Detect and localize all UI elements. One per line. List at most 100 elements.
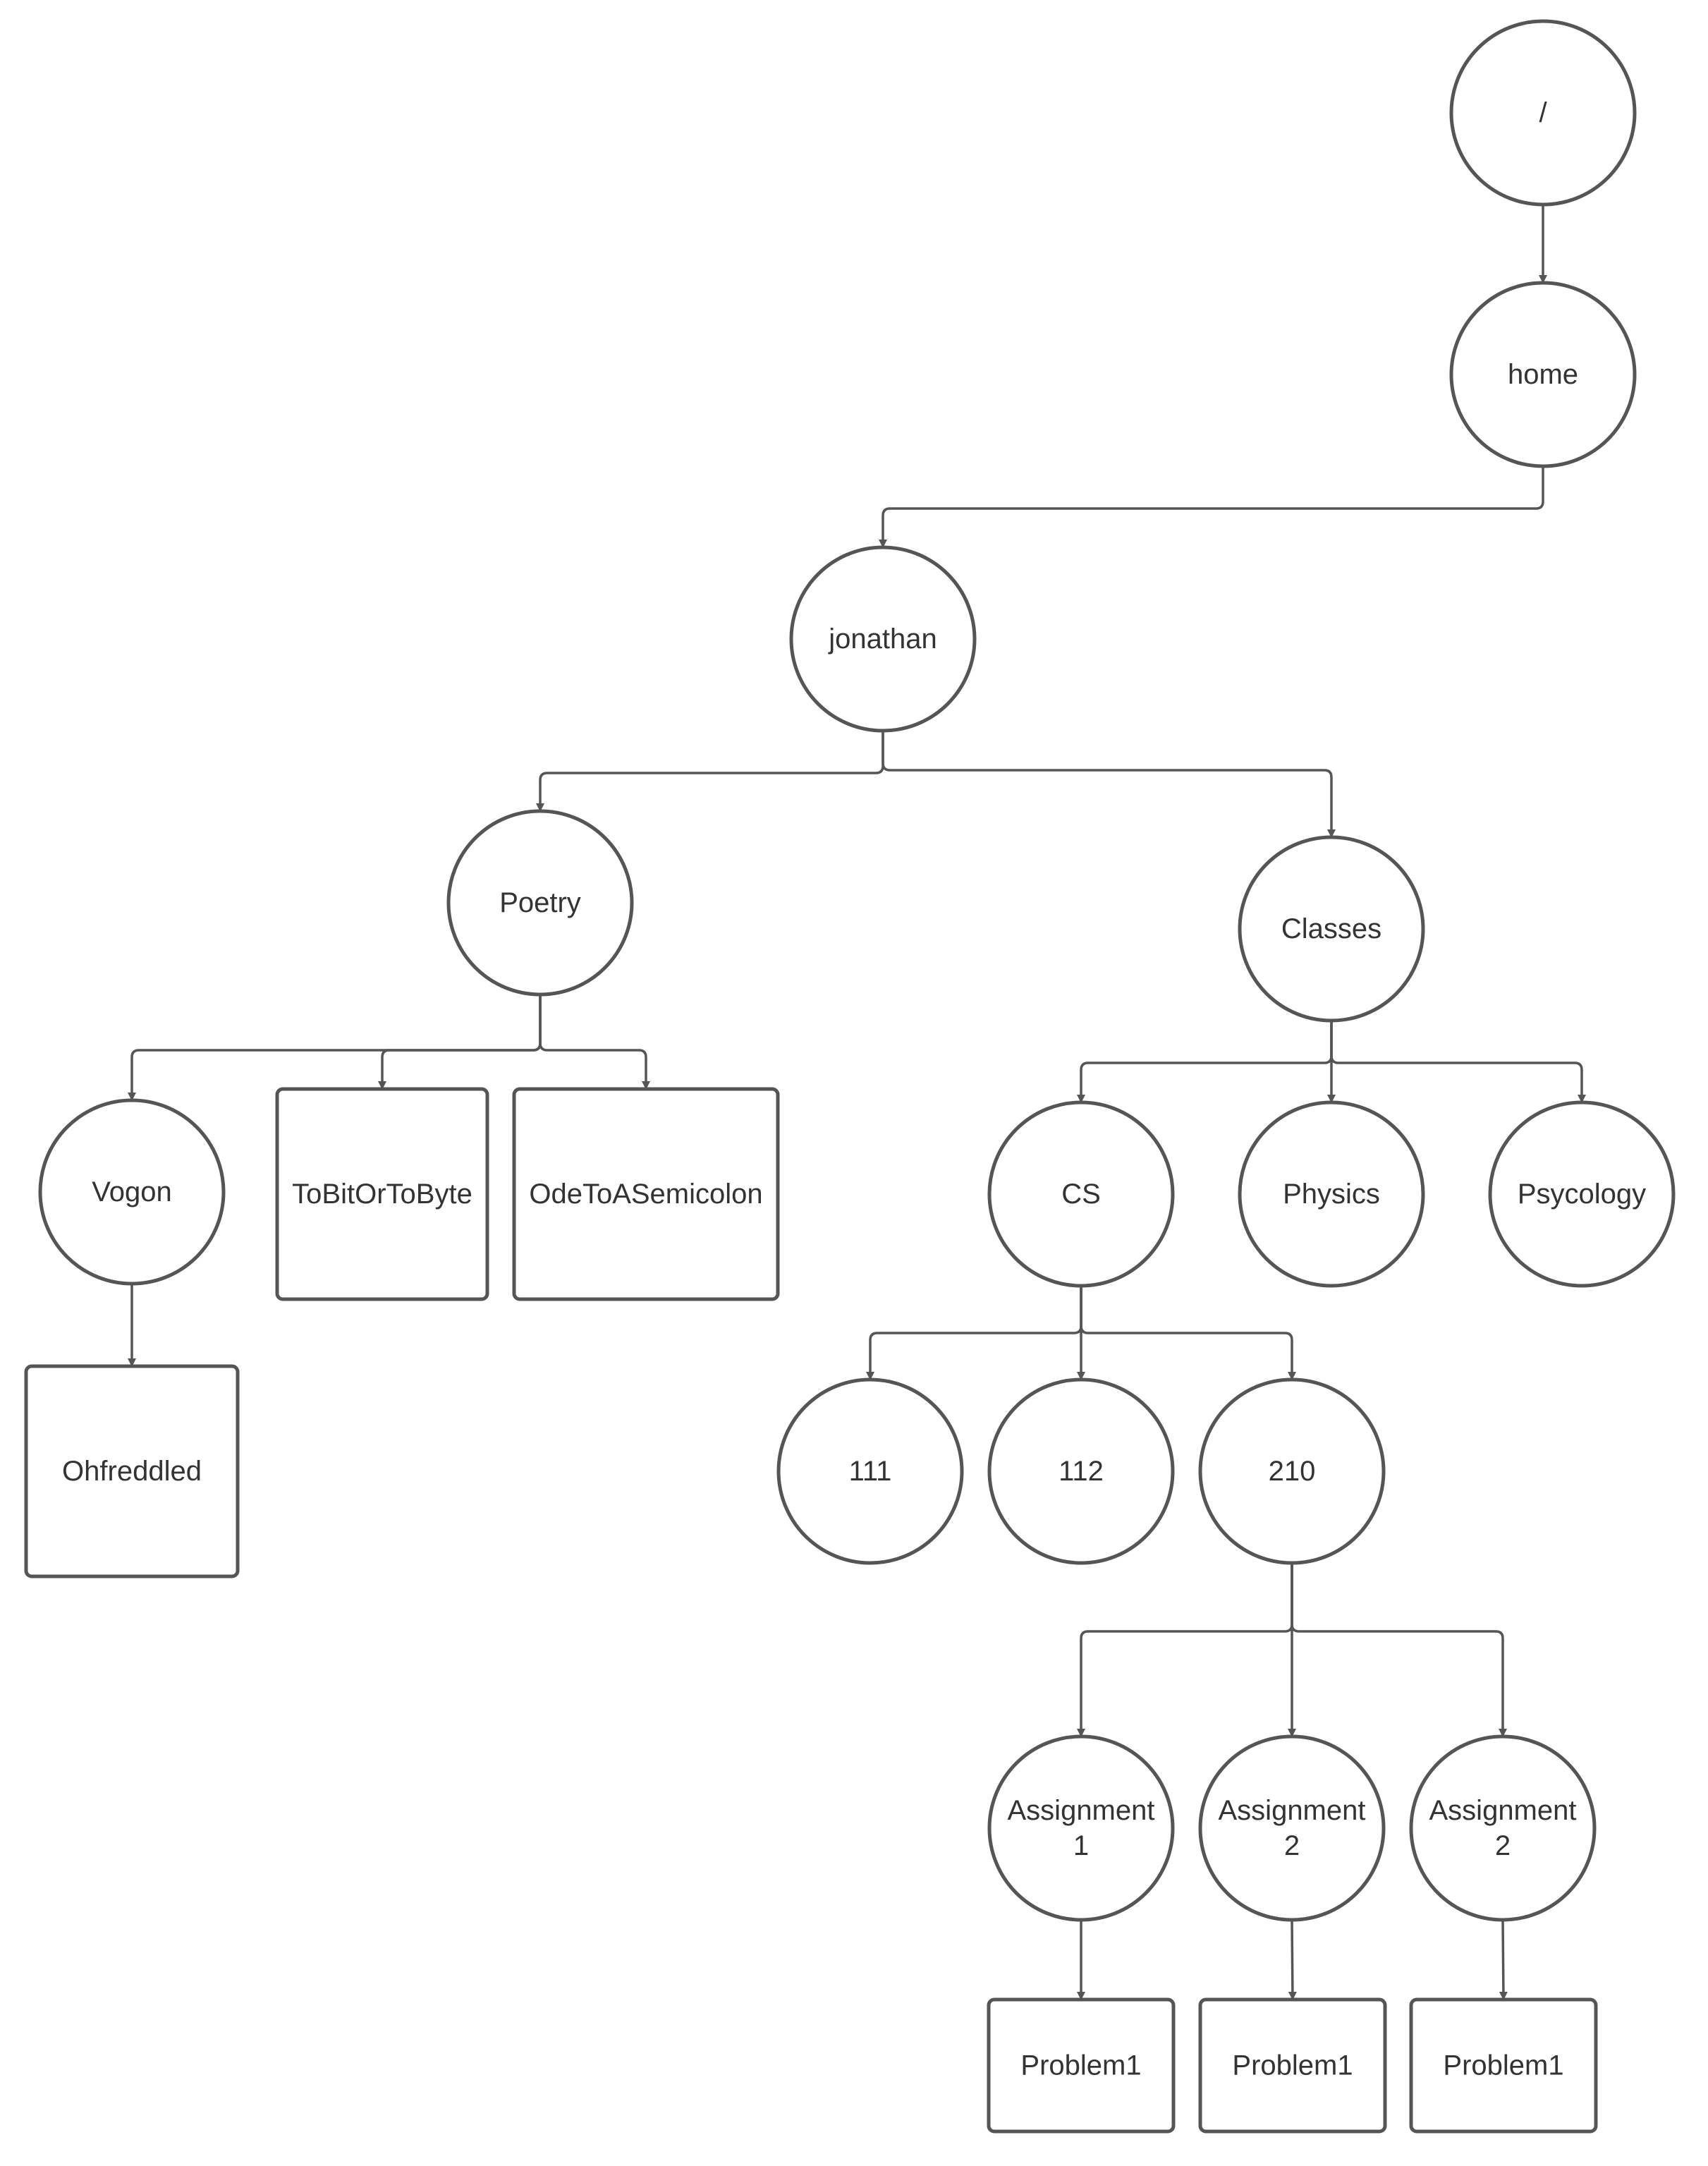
- node-circle-c111: [776, 1377, 964, 1565]
- node-label-problem1a: Problem1: [1020, 2050, 1141, 2081]
- node-label-line: Ohfreddled: [62, 1456, 202, 1487]
- node-circle-poetry: [446, 809, 634, 997]
- node-circle-assignment2a: [1198, 1734, 1386, 1922]
- node-physics: Physics: [1238, 1100, 1425, 1288]
- node-box-problem1a: [987, 1997, 1176, 2134]
- edge-jonathan-to-classes: [882, 731, 1336, 838]
- node-label-line: /: [1539, 97, 1547, 128]
- node-classes: Classes: [1238, 835, 1425, 1023]
- node-label-line: CS: [1061, 1179, 1101, 1210]
- node-circle-psycology: [1488, 1100, 1676, 1288]
- node-label-vogon: Vogon: [92, 1176, 171, 1207]
- node-odetoasemicolon: OdeToASemicolon: [512, 1087, 780, 1301]
- edge-c210-to-assignment2b: [1291, 1563, 1507, 1737]
- node-assignment2a: Assignment 2: [1198, 1734, 1386, 1922]
- node-label-line: Psycology: [1518, 1179, 1646, 1210]
- node-label-classes: Classes: [1281, 913, 1381, 944]
- node-home: home: [1449, 281, 1637, 468]
- node-circle-assignment1: [987, 1734, 1175, 1922]
- node-label-problem1c: Problem1: [1443, 2050, 1563, 2081]
- node-ohfreddled: Ohfreddled: [24, 1364, 240, 1578]
- node-label-psycology: Psycology: [1518, 1179, 1646, 1210]
- edge-c210-to-assignment1: [1077, 1563, 1293, 1737]
- node-label-assignment1: Assignment 1: [1008, 1795, 1155, 1861]
- node-jonathan: jonathan: [789, 545, 977, 733]
- node-label-c112: 112: [1059, 1456, 1104, 1487]
- node-label-physics: Physics: [1283, 1179, 1380, 1210]
- node-label-assignment2a: Assignment 2: [1219, 1795, 1366, 1861]
- node-root: /: [1449, 19, 1637, 207]
- node-label-problem1b: Problem1: [1232, 2050, 1353, 2081]
- node-label-line: Problem1: [1232, 2050, 1353, 2081]
- node-circle-root: [1449, 19, 1637, 207]
- node-problem1b: Problem1: [1198, 1997, 1387, 2134]
- node-circle-classes: [1238, 835, 1425, 1023]
- node-label-line: 111: [849, 1456, 892, 1487]
- node-label-line: 1: [1073, 1830, 1089, 1861]
- edge-poetry-to-vogon: [128, 994, 542, 1101]
- node-label-line: 2: [1495, 1830, 1511, 1861]
- node-label-line: Problem1: [1020, 2050, 1141, 2081]
- edge-classes-to-cs: [1077, 1021, 1333, 1103]
- node-label-line: ToBitOrToByte: [292, 1179, 472, 1210]
- node-label-root: /: [1539, 97, 1547, 128]
- node-box-ohfreddled: [24, 1364, 240, 1578]
- node-circle-cs: [987, 1100, 1175, 1288]
- node-label-jonathan: jonathan: [828, 623, 937, 655]
- node-tobitortobyte: ToBitOrToByte: [275, 1087, 489, 1301]
- node-label-line: Assignment: [1219, 1795, 1366, 1826]
- node-circle-assignment2b: [1409, 1734, 1597, 1922]
- node-box-problem1b: [1198, 1997, 1387, 2134]
- edges-layer: [128, 205, 1586, 2000]
- edge-jonathan-to-poetry: [536, 731, 884, 812]
- node-c210: 210: [1198, 1377, 1386, 1565]
- node-problem1a: Problem1: [987, 1997, 1176, 2134]
- node-label-odetoasemicolon: OdeToASemicolon: [529, 1179, 762, 1210]
- node-label-line: 2: [1284, 1830, 1300, 1861]
- node-problem1c: Problem1: [1409, 1997, 1598, 2134]
- node-c111: 111: [776, 1377, 964, 1565]
- node-assignment1: Assignment 1: [987, 1734, 1175, 1922]
- node-label-line: Physics: [1283, 1179, 1380, 1210]
- node-label-line: Poetry: [499, 887, 581, 918]
- node-label-home: home: [1508, 359, 1578, 390]
- node-label-line: 112: [1059, 1456, 1104, 1487]
- node-label-line: 210: [1269, 1456, 1316, 1487]
- node-label-line: Assignment: [1429, 1795, 1577, 1826]
- node-label-line: jonathan: [828, 623, 937, 655]
- node-assignment2b: Assignment 2: [1409, 1734, 1597, 1922]
- node-psycology: Psycology: [1488, 1100, 1676, 1288]
- node-label-tobitortobyte: ToBitOrToByte: [292, 1179, 472, 1210]
- node-label-line: Assignment: [1008, 1795, 1155, 1826]
- node-circle-jonathan: [789, 545, 977, 733]
- node-circle-c112: [987, 1377, 1175, 1565]
- node-label-line: OdeToASemicolon: [529, 1179, 762, 1210]
- node-label-line: home: [1508, 359, 1578, 390]
- edge-poetry-to-tobitortobyte: [378, 994, 542, 1090]
- node-vogon: Vogon: [38, 1098, 226, 1286]
- node-box-tobitortobyte: [275, 1087, 489, 1301]
- node-label-ohfreddled: Ohfreddled: [62, 1456, 202, 1487]
- node-circle-c210: [1198, 1377, 1386, 1565]
- node-label-line: Vogon: [92, 1176, 171, 1207]
- edge-assignment2a-to-problem1b: [1288, 1919, 1297, 2000]
- edge-home-to-jonathan: [879, 466, 1544, 548]
- node-circle-home: [1449, 281, 1637, 468]
- node-cs: CS: [987, 1100, 1175, 1288]
- node-label-line: Problem1: [1443, 2050, 1563, 2081]
- node-label-line: Classes: [1281, 913, 1381, 944]
- node-label-cs: CS: [1061, 1179, 1101, 1210]
- node-label-poetry: Poetry: [499, 887, 581, 918]
- node-label-assignment2b: Assignment 2: [1429, 1795, 1577, 1861]
- node-box-problem1c: [1409, 1997, 1598, 2134]
- node-poetry: Poetry: [446, 809, 634, 997]
- node-c112: 112: [987, 1377, 1175, 1565]
- node-label-c210: 210: [1269, 1456, 1316, 1487]
- edge-cs-to-c111: [866, 1286, 1082, 1380]
- node-label-c111: 111: [849, 1456, 892, 1487]
- edge-classes-to-psycology: [1330, 1021, 1586, 1103]
- node-circle-vogon: [38, 1098, 226, 1286]
- edge-cs-to-c210: [1080, 1286, 1296, 1380]
